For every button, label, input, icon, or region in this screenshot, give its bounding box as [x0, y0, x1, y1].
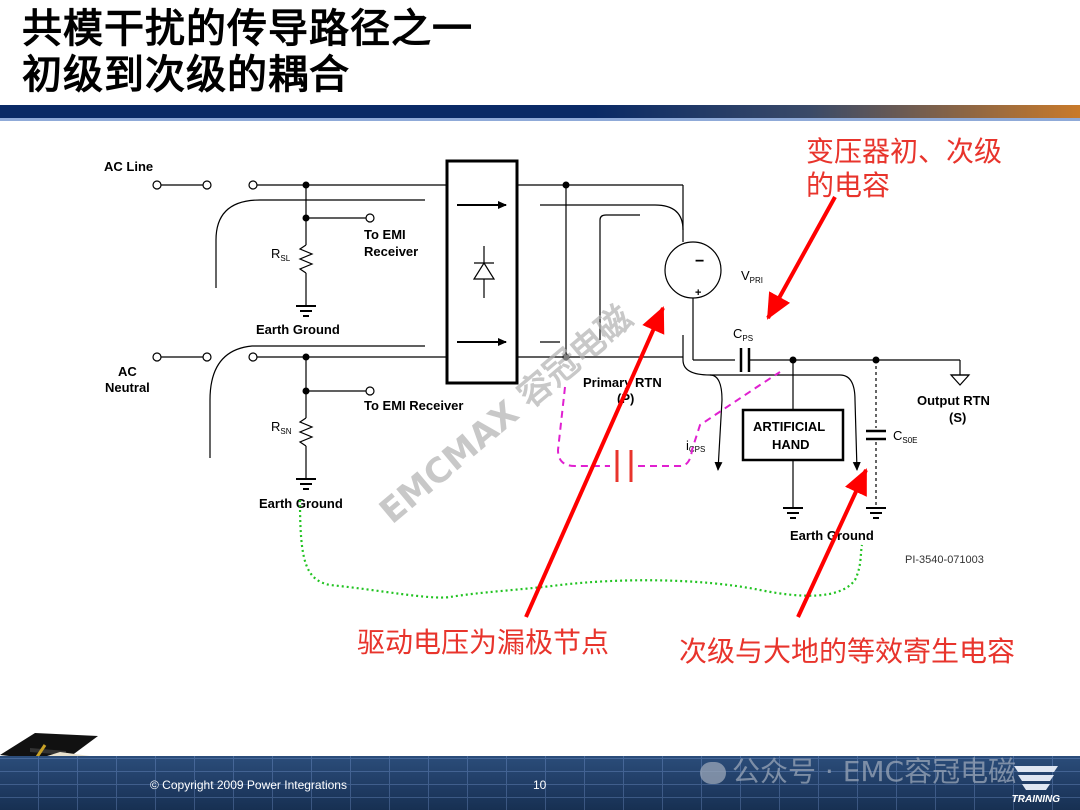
- footer-bar: 公众号 · EMC容冠电磁 © Copyright 2009 Power Int…: [0, 756, 1080, 810]
- label-ac-neutral-2: Neutral: [105, 380, 150, 395]
- label-to-emi-2: Receiver: [364, 244, 418, 259]
- annotation-transformer-cap-2: 的电容: [806, 169, 890, 202]
- svg-text:VPRI: VPRI: [741, 268, 763, 285]
- label-earth-ground-1: Earth Ground: [256, 322, 340, 337]
- label-artificial-2: HAND: [772, 437, 810, 452]
- svg-text:RSL: RSL: [271, 246, 291, 263]
- watermark: EMCMAX 容冠电磁: [372, 298, 640, 532]
- component-labels: RSL RSN VPRI CPS iCPS CS0E PI-3540-07100…: [271, 246, 984, 566]
- label-cps-sub: PS: [742, 334, 753, 343]
- graduation-cap-icon: [0, 733, 98, 756]
- label-rsl: R: [271, 246, 280, 261]
- label-output-rtn-1: Output RTN: [917, 393, 990, 408]
- label-figure-id: PI-3540-071003: [905, 554, 984, 566]
- label-output-rtn-2: (S): [949, 410, 966, 425]
- label-vplus: +: [695, 287, 701, 299]
- label-rsl-sub: SL: [280, 254, 290, 263]
- annotation-drive-voltage: 驱动电压为漏极节点: [357, 626, 609, 659]
- label-to-emi-1: To EMI: [364, 227, 406, 242]
- svg-text:iCPS: iCPS: [686, 438, 705, 454]
- svg-text:RSN: RSN: [271, 419, 292, 436]
- wechat-icon: [700, 762, 726, 784]
- label-to-emi-receiver: To EMI Receiver: [364, 398, 463, 413]
- wechat-watermark: 公众号 · EMC容冠电磁: [700, 756, 1016, 790]
- svg-text:CS0E: CS0E: [893, 428, 918, 445]
- title-line-1: 共模干扰的传导路径之一: [22, 5, 473, 52]
- red-arrows: [524, 196, 868, 618]
- label-cs0e: C: [893, 428, 902, 443]
- label-vpri: V: [741, 268, 750, 283]
- annotation-secondary-cap: 次级与大地的等效寄生电容: [679, 635, 1015, 668]
- label-artificial-1: ARTIFICIAL: [753, 419, 825, 434]
- label-ac-line: AC Line: [104, 159, 153, 174]
- label-cps: C: [733, 326, 742, 341]
- page-number: 10: [533, 778, 547, 792]
- label-earth-ground-2: Earth Ground: [259, 496, 343, 511]
- label-primary-rtn-1: Primary RTN: [583, 375, 662, 390]
- power-integrations-logo-icon: [1014, 766, 1058, 790]
- svg-text:CPS: CPS: [733, 326, 753, 343]
- copyright: © Copyright 2009 Power Integrations: [150, 778, 347, 792]
- circuit-diagram: AC Line AC Neutral To EMI Receiver To EM…: [0, 135, 1015, 756]
- wires: [152, 159, 971, 519]
- title-line-2: 初级到次级的耦合: [22, 51, 350, 98]
- slide-title: 共模干扰的传导路径之一 初级到次级的耦合: [22, 6, 473, 98]
- annotation-transformer-cap-1: 变压器初、次级: [806, 135, 1002, 168]
- label-icps-sub: CPS: [689, 445, 705, 454]
- label-ac-neutral-1: AC: [118, 364, 137, 379]
- junction-dots: [302, 181, 880, 395]
- label-earth-ground-3: Earth Ground: [790, 528, 874, 543]
- label-vminus: −: [695, 253, 704, 270]
- annotation-labels: 变压器初、次级 的电容 驱动电压为漏极节点 次级与大地的等效寄生电容: [357, 135, 1015, 668]
- label-rsn: R: [271, 419, 280, 434]
- label-vpri-sub: PRI: [750, 276, 763, 285]
- label-rsn-sub: SN: [280, 427, 291, 436]
- magenta-path: [556, 371, 781, 482]
- label-cs0e-sub: S0E: [902, 436, 917, 445]
- title-bar: [0, 105, 1080, 121]
- label-icps: i: [686, 438, 689, 453]
- training-label: TRAINING: [1011, 794, 1060, 805]
